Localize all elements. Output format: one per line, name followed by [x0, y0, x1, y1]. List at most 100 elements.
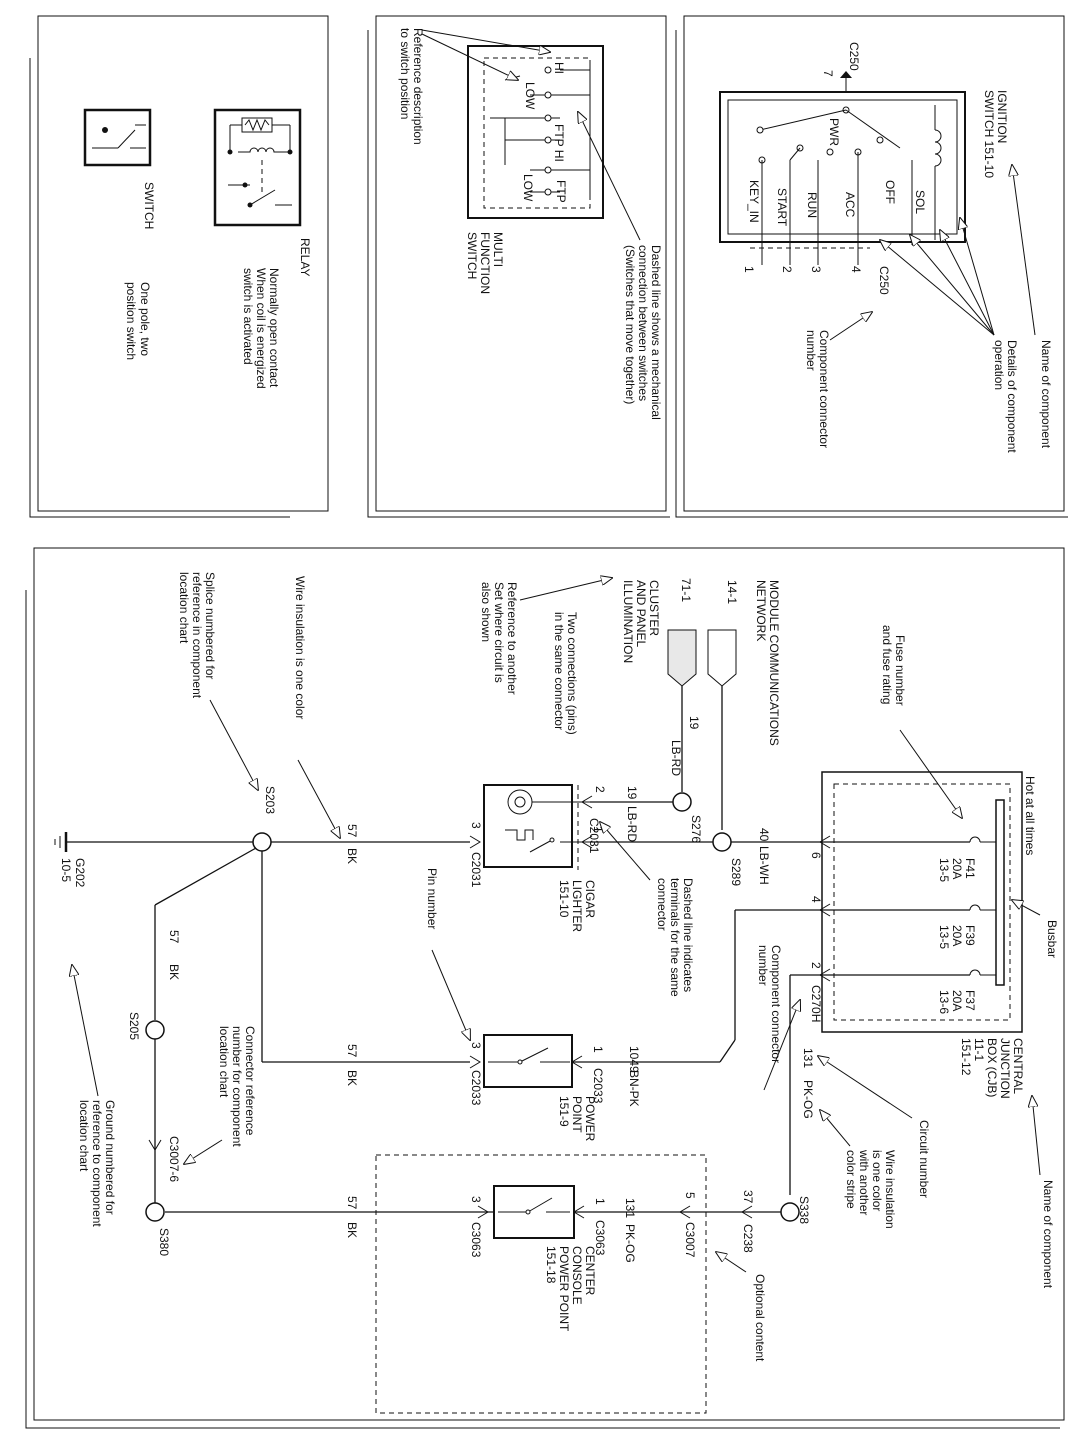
switch-pos-low: LOW [523, 82, 537, 110]
ground-icon [54, 832, 68, 852]
s205-label: S205 [127, 1012, 141, 1040]
ign-pos-keyin: KEY_IN [747, 180, 761, 223]
ccpp-pin-1: 1 [593, 1198, 607, 1205]
pp-name-3: 151-9 [557, 1096, 571, 1127]
circuit-number-label: Circuit number [917, 1120, 931, 1198]
ccpp-pin-5: 5 [683, 1192, 697, 1199]
switch-pos-hi: HI [552, 62, 566, 74]
s203-label: S203 [263, 786, 277, 814]
c3007-6-label: C3007-6 [167, 1136, 181, 1182]
fuse-f37-amps: 20A [950, 990, 964, 1011]
cluster-connector-icon [667, 629, 697, 687]
wire-one-color: Wire insulation is one color [293, 576, 307, 719]
lbwh-label: LB-WH [757, 846, 771, 885]
cigar-pin-1: 1 [591, 826, 605, 833]
fuse-f41-name: F41 [963, 858, 977, 879]
comp-conn-1: Component connector [769, 945, 783, 1063]
cigar-pin-2: 2 [593, 786, 607, 793]
pp-1049: 1049 [627, 1046, 641, 1073]
cigar-bk: BK [345, 848, 359, 864]
ground-desc-2: reference to component [90, 1100, 104, 1227]
wire-stripe-4: color stripe [844, 1150, 858, 1209]
g202-ref: 10-5 [59, 858, 73, 882]
module-connector-icon [707, 629, 737, 687]
cigar-lbrd: LB-RD [625, 806, 639, 842]
ccpp-pin-3: 3 [469, 1196, 483, 1203]
ignition-pwr: PWR [827, 118, 841, 146]
conn-ref-3: location chart [217, 1026, 231, 1098]
panel-multifunction-switch: HI LOW FTP HI LOW FTP MULTI FUNCTION SWI… [367, 15, 670, 518]
module-title-2: NETWORK [754, 580, 768, 641]
cjb-name-2: JUNCTION [998, 1038, 1012, 1099]
switch-symbol-icon [83, 108, 152, 167]
pp-pin-3: 3 [469, 1042, 483, 1049]
cigar-lighter-icon [505, 789, 590, 853]
pp-name-1: POWER [583, 1096, 597, 1142]
ground-desc-3: location chart [77, 1100, 91, 1172]
cjb-name-4: 11-1 [972, 1038, 986, 1061]
fuse-f39-ref: 13-5 [937, 925, 951, 949]
cjb-name-5: 151-12 [959, 1038, 973, 1076]
ccpp-37: 37 [741, 1190, 755, 1204]
circuit-40: 40 [757, 828, 771, 842]
ign-pos-acc: ACC [843, 192, 857, 218]
dashed-desc-3: (Switches that move together) [623, 245, 637, 404]
switch-label: SWITCH [142, 182, 156, 229]
g202-label: G202 [73, 858, 87, 888]
relay-description-2: When coil is energized [254, 268, 268, 389]
s205-57: 57 [167, 930, 181, 944]
ccpp-bk: BK [345, 1222, 359, 1238]
cjb-name-3: BOX (CJB) [985, 1038, 999, 1097]
hot-at-all-times: Hot at all times [1023, 776, 1037, 855]
dashed-term-1: Dashed line indicates [681, 878, 695, 992]
name-of-component-top: Name of component [1039, 340, 1053, 449]
pin-number-label: Pin number [425, 868, 439, 929]
fuse-icons [969, 836, 996, 976]
c238-label: C238 [741, 1224, 755, 1253]
wire-stripe-2: is one color [870, 1150, 884, 1211]
comp-conn-number-1: Component connector [817, 330, 831, 448]
fuse-f37-name: F37 [963, 990, 977, 1011]
circuit-131: 131 [801, 1048, 815, 1068]
pp-bnpk: BN-PK [627, 1070, 641, 1107]
mfs-name-2: FUNCTION [478, 232, 492, 294]
pp-57: 57 [345, 1044, 359, 1058]
ign-pin-4: 4 [849, 266, 863, 273]
cjb-name-1: CENTRAL [1011, 1038, 1025, 1094]
cigar-name-1: CIGAR [583, 880, 597, 918]
ign-pin-3: 3 [809, 266, 823, 273]
switch-pos-ftp-hi: FTP HI [552, 124, 566, 162]
switch-description-2: position switch [124, 282, 138, 360]
relay-description-1: Normally open contact [267, 268, 281, 388]
cigar-name-3: 151-10 [557, 880, 571, 918]
panel-ignition-switch: C250 7 IGNITION SWITCH 151 [675, 15, 1068, 518]
module-ref: 14-1 [725, 580, 739, 604]
ref-desc-1: Reference description [411, 28, 425, 145]
cigar-57: 57 [345, 824, 359, 838]
s380-label: S380 [157, 1228, 171, 1256]
relay-label: RELAY [298, 238, 312, 276]
cjb-pin-2: 2 [809, 962, 823, 969]
c2031-a: C2031 [587, 818, 601, 854]
ground-desc-1: Ground numbered for [103, 1100, 117, 1215]
dashed-desc-2: connection between switches [636, 245, 650, 401]
mfs-name-1: MULTI [491, 232, 505, 267]
two-conn-1: Two connections (pins) [565, 612, 579, 735]
two-conn-2: in the same connector [552, 612, 566, 730]
c2033-b: C2033 [469, 1070, 483, 1106]
ccpp-131: 131 [623, 1198, 637, 1218]
cluster-title-2: AND PANEL [634, 580, 648, 647]
ign-pos-start: START [775, 188, 789, 227]
wire-stripe-3: with another [857, 1149, 871, 1215]
details-op-2: operation [992, 340, 1006, 390]
power-point-switch-icon [488, 1047, 570, 1065]
ignition-title-1: IGNITION [995, 90, 1009, 143]
circuit-19: 19 [687, 716, 701, 730]
ref-another-1: Reference to another [505, 582, 519, 695]
fuse-f37-ref: 13-6 [937, 990, 951, 1014]
c250-top-pin: 7 [821, 70, 835, 77]
module-title-1: MODULE COMMUNICATIONS [767, 580, 781, 746]
ref-another-2: Set where circuit is [492, 582, 506, 683]
ign-pin-1: 1 [742, 266, 756, 273]
c250-bottom: C250 [877, 266, 891, 295]
